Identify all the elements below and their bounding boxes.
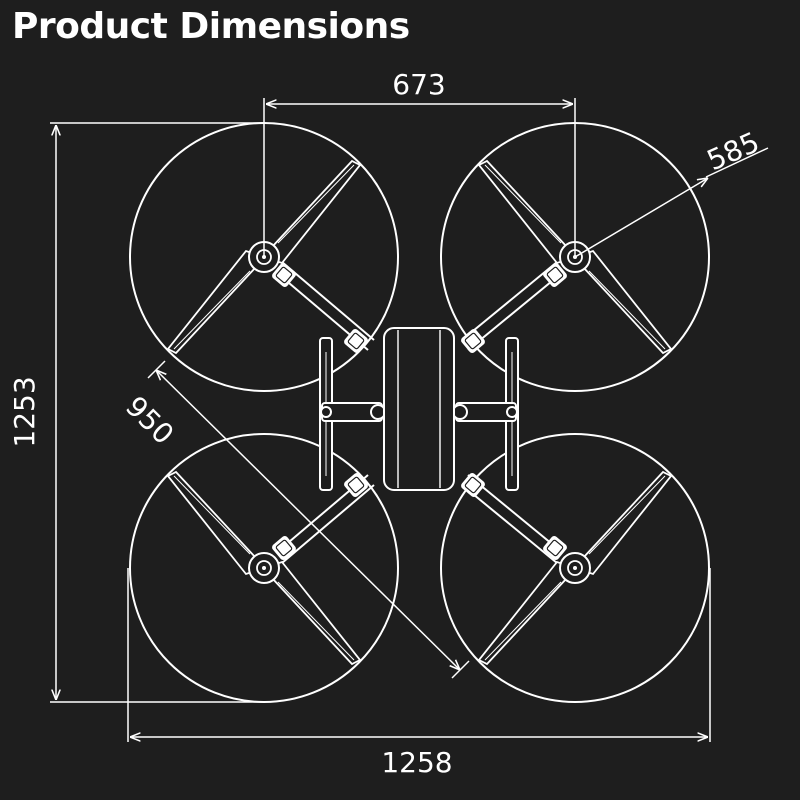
dimension-label-673: 673 bbox=[392, 68, 445, 101]
dimension-label-1258: 1258 bbox=[381, 746, 452, 779]
page-title: Product Dimensions bbox=[12, 6, 410, 47]
drone-body bbox=[383, 327, 455, 491]
dimension-label-1253: 1253 bbox=[8, 376, 41, 447]
dimension-label-585: 585 bbox=[702, 125, 764, 177]
dimension-label-950: 950 bbox=[119, 390, 180, 451]
dimension-lines bbox=[50, 98, 769, 742]
rotor-rear-right bbox=[440, 433, 710, 703]
